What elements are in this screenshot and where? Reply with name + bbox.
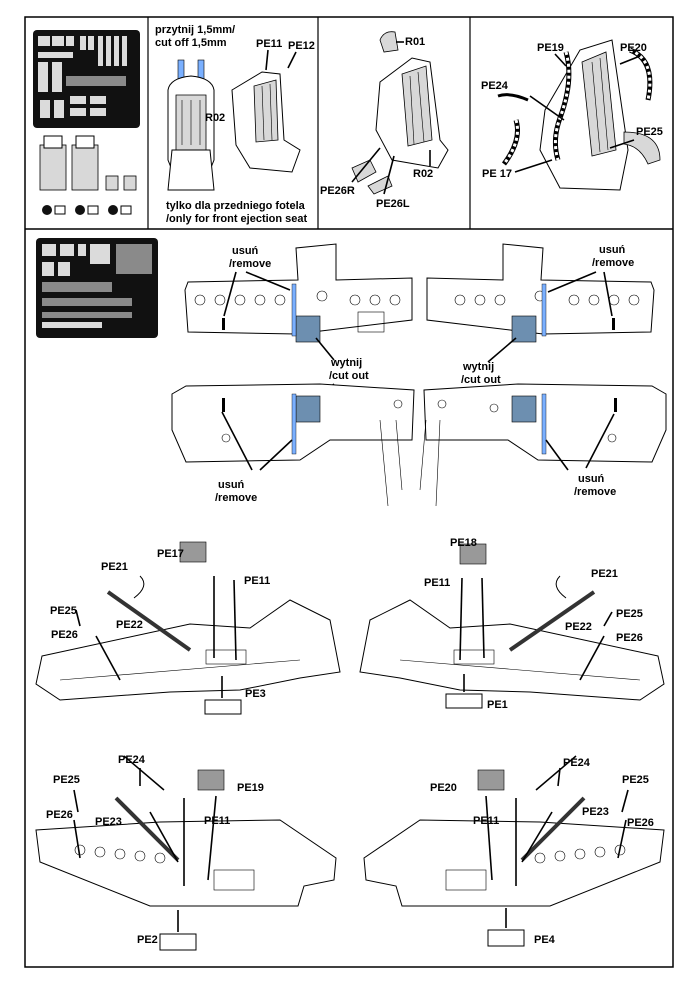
cut-note-line1: przytnij 1,5mm/: [155, 24, 235, 36]
fuselage-right-lower: [419, 383, 667, 507]
sheet-border: [24, 16, 674, 968]
remove-label-bl-1: usuń: [218, 479, 245, 491]
label-pe24: PE24: [481, 80, 509, 92]
remove-label-tl-1: usuń: [232, 245, 259, 257]
cockpit-right-lower: [363, 755, 665, 947]
cr1-pe1: PE1: [487, 699, 508, 711]
cr1-pe18: PE18: [450, 537, 477, 549]
cr2-pe23: PE23: [582, 806, 609, 818]
label-pe26l: PE26L: [376, 198, 410, 210]
remove-label-br-2: /remove: [574, 486, 616, 498]
seat-belts-assembly: [497, 39, 661, 191]
fret-thumbnail-2: [36, 238, 158, 338]
label-pe25: PE25: [636, 126, 663, 138]
fuselage-left-lower: [171, 383, 415, 507]
fuselage-left-upper: [184, 243, 413, 343]
cut-label-r-2: /cut out: [461, 374, 501, 386]
remove-label-br-1: usuń: [578, 473, 605, 485]
cl2-pe23: PE23: [95, 816, 122, 828]
cut-label-l-1: wytnij: [330, 357, 362, 369]
cockpit-left-upper: [35, 541, 341, 715]
cr2-pe25: PE25: [622, 774, 649, 786]
cr1-pe25: PE25: [616, 608, 643, 620]
label-pe17: PE 17: [482, 168, 512, 180]
cut-label-l-2: /cut out: [329, 370, 369, 382]
cr1-pe11: PE11: [424, 577, 450, 589]
label-pe11: PE11: [256, 38, 282, 50]
seat-thumbnails: [39, 135, 137, 215]
cl1-pe11: PE11: [244, 575, 270, 587]
cl2-pe25: PE25: [53, 774, 80, 786]
ejection-seat-r02: [167, 59, 215, 191]
cr1-pe26: PE26: [616, 632, 643, 644]
fret-thumbnail-1: [33, 30, 140, 128]
cl1-pe22: PE22: [116, 619, 143, 631]
front-seat-note-2: /only for front ejection seat: [166, 213, 308, 225]
remove-label-tr-1: usuń: [599, 244, 626, 256]
label-pe26r: PE26R: [320, 185, 355, 197]
cr1-pe22: PE22: [565, 621, 592, 633]
cut-label-r-1: wytnij: [462, 361, 494, 373]
ejection-seat-side: [231, 71, 301, 173]
label-pe19: PE19: [537, 42, 564, 54]
cut-note-line2: cut off 1,5mm: [155, 37, 227, 49]
cr2-pe11: PE11: [473, 815, 499, 827]
label-pe20: PE20: [620, 42, 647, 54]
cl1-pe25: PE25: [50, 605, 77, 617]
cl2-pe19: PE19: [237, 782, 264, 794]
fuselage-right-upper: [426, 243, 655, 343]
cl2-pe24: PE24: [118, 754, 146, 766]
cl1-pe17: PE17: [157, 548, 184, 560]
cr2-pe20: PE20: [430, 782, 457, 794]
cl1-pe3: PE3: [245, 688, 266, 700]
cr1-pe21: PE21: [591, 568, 618, 580]
label-r01: R01: [405, 36, 425, 48]
remove-label-tl-2: /remove: [229, 258, 271, 270]
cockpit-left-lower: [35, 755, 337, 951]
cockpit-right-upper: [359, 543, 665, 709]
cl2-pe26: PE26: [46, 809, 73, 821]
front-seat-note-1: tylko dla przedniego fotela: [166, 200, 306, 212]
label-pe12: PE12: [288, 40, 315, 52]
cr2-pe26: PE26: [627, 817, 654, 829]
cl2-pe11: PE11: [204, 815, 230, 827]
remove-label-tr-2: /remove: [592, 257, 634, 269]
cr2-pe24: PE24: [563, 757, 591, 769]
label-r02-b: R02: [413, 168, 433, 180]
cl1-pe26: PE26: [51, 629, 78, 641]
seat-resin-assembly: [351, 31, 449, 195]
label-r02: R02: [205, 112, 225, 124]
cr2-pe4: PE4: [534, 934, 556, 946]
cl1-pe21: PE21: [101, 561, 128, 573]
remove-label-bl-2: /remove: [215, 492, 257, 504]
cl2-pe2: PE2: [137, 934, 158, 946]
